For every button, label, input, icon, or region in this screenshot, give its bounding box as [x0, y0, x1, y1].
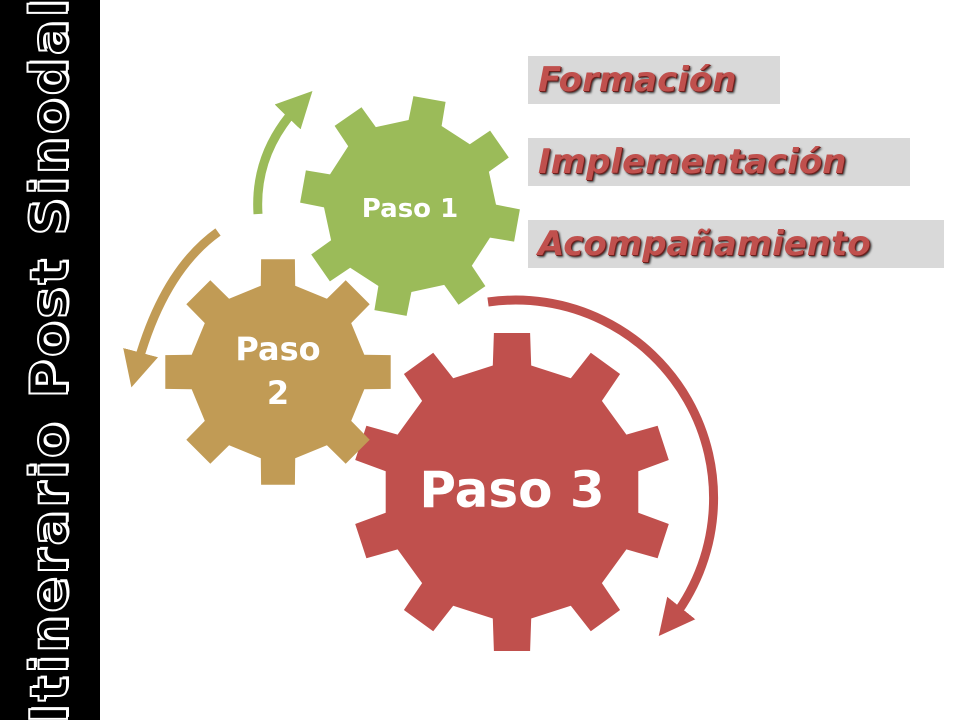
arrow-green [253, 90, 313, 215]
label-formacion: Formación [528, 56, 780, 104]
label-formacion-text: Formación [538, 60, 737, 100]
gear-paso-2 [165, 259, 391, 485]
label-implementacion: Implementación [528, 138, 910, 186]
sidebar: Itinerario Post Sinodal [0, 0, 100, 724]
arrow-red [487, 295, 719, 637]
label-acompanamiento-text: Acompañamiento [538, 224, 871, 264]
gear-label-paso-3: Paso 3 [419, 461, 604, 519]
label-implementacion-text: Implementación [538, 142, 847, 182]
gear-label-paso-2-line2: 2 [267, 374, 289, 412]
gear-label-paso-2-line1: Paso [235, 330, 320, 368]
gear-label-paso-1: Paso 1 [362, 194, 458, 224]
gear-paso-1 [300, 96, 520, 316]
gear-paso-3 [355, 333, 669, 651]
label-acompanamiento: Acompañamiento [528, 220, 944, 268]
arrow-tan [123, 228, 221, 388]
